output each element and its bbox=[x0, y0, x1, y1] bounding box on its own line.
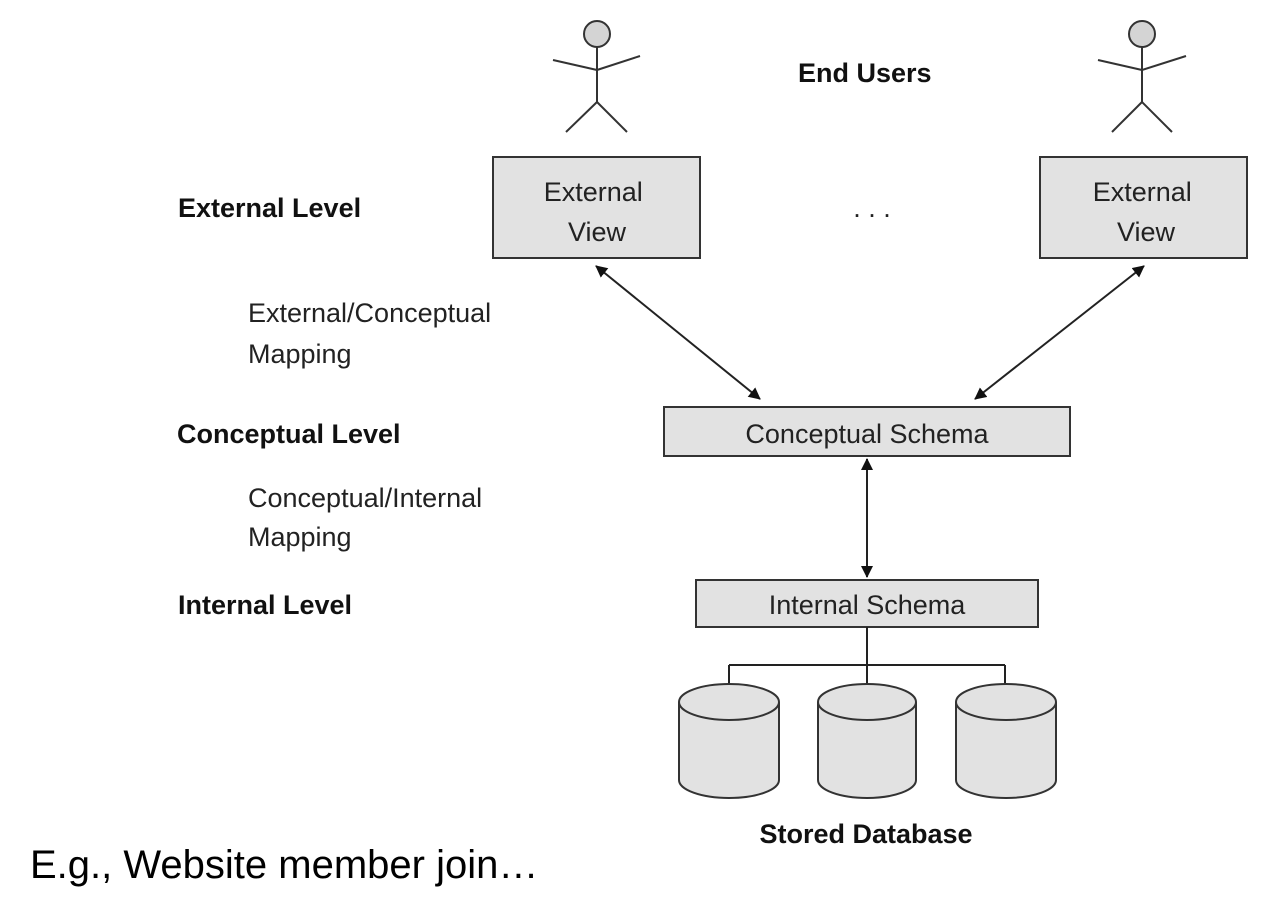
internal-schema-box: Internal Schema bbox=[695, 579, 1039, 628]
storage-connector bbox=[728, 627, 1006, 690]
external-view-left-label: External View bbox=[544, 177, 651, 247]
external-view-left-line1: External bbox=[544, 177, 643, 207]
end-user-left-icon bbox=[552, 20, 641, 133]
external-view-left-line2: View bbox=[568, 217, 627, 247]
external-view-right-label: External View bbox=[1093, 177, 1200, 247]
external-view-left-box: External View bbox=[492, 156, 701, 259]
arrow-external-left-conceptual bbox=[595, 265, 761, 400]
arrow-external-right-conceptual bbox=[974, 265, 1145, 400]
external-conceptual-mapping-line2: Mapping bbox=[248, 339, 352, 369]
footer-note: E.g., Website member join… bbox=[30, 843, 539, 887]
external-view-right-line2: View bbox=[1117, 217, 1176, 247]
internal-schema-label: Internal Schema bbox=[769, 590, 967, 620]
end-user-right-icon bbox=[1097, 20, 1187, 133]
database-cylinder-1-icon bbox=[678, 683, 780, 799]
conceptual-level-label: Conceptual Level bbox=[177, 419, 401, 449]
conceptual-schema-label: Conceptual Schema bbox=[745, 419, 989, 449]
conceptual-internal-mapping-line1: Conceptual/Internal bbox=[248, 483, 482, 513]
external-view-right-box: External View bbox=[1039, 156, 1248, 259]
stored-database-label: Stored Database bbox=[759, 819, 972, 849]
external-conceptual-mapping-label: External/Conceptual Mapping bbox=[248, 298, 499, 369]
conceptual-schema-box: Conceptual Schema bbox=[663, 406, 1071, 457]
external-level-label: External Level bbox=[178, 193, 361, 223]
external-conceptual-mapping-line1: External/Conceptual bbox=[248, 298, 491, 328]
conceptual-internal-mapping-label: Conceptual/Internal Mapping bbox=[248, 483, 490, 552]
internal-level-label: Internal Level bbox=[178, 590, 352, 620]
external-view-right-line1: External bbox=[1093, 177, 1192, 207]
ellipsis: . . . bbox=[853, 193, 891, 223]
end-users-label: End Users bbox=[798, 58, 932, 88]
database-cylinder-2-icon bbox=[817, 683, 917, 799]
database-cylinder-3-icon bbox=[955, 683, 1057, 799]
conceptual-internal-mapping-line2: Mapping bbox=[248, 522, 352, 552]
